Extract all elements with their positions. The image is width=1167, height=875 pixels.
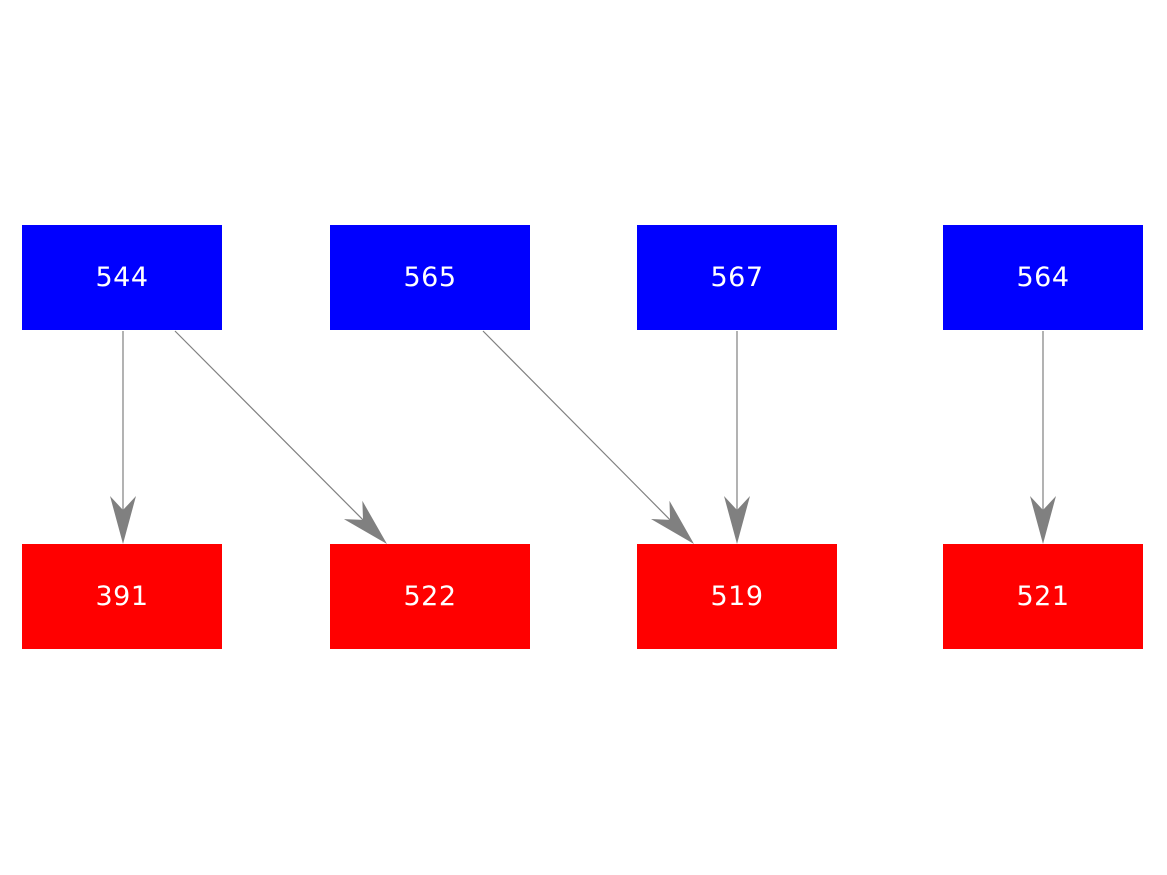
arrowhead-icon bbox=[343, 500, 387, 544]
edge-564-to-521 bbox=[1030, 331, 1056, 544]
graph-node-519[interactable]: 519 bbox=[637, 544, 837, 649]
edge-544-to-522 bbox=[174, 330, 387, 544]
node-label: 565 bbox=[403, 262, 457, 293]
graph-node-565[interactable]: 565 bbox=[330, 225, 530, 330]
node-label: 544 bbox=[95, 262, 149, 293]
edge-line bbox=[482, 330, 672, 522]
edge-544-to-391 bbox=[110, 331, 136, 544]
edge-565-to-519 bbox=[482, 330, 694, 544]
arrowhead-icon bbox=[650, 500, 694, 544]
graph-node-521[interactable]: 521 bbox=[943, 544, 1143, 649]
edge-line bbox=[174, 330, 365, 522]
node-label: 519 bbox=[710, 581, 764, 612]
graph-node-522[interactable]: 522 bbox=[330, 544, 530, 649]
node-label: 564 bbox=[1016, 262, 1070, 293]
arrowhead-icon bbox=[1030, 496, 1056, 544]
graph-node-564[interactable]: 564 bbox=[943, 225, 1143, 330]
node-label: 391 bbox=[95, 581, 149, 612]
node-label: 522 bbox=[403, 581, 457, 612]
edge-567-to-519 bbox=[724, 331, 750, 544]
graph-node-567[interactable]: 567 bbox=[637, 225, 837, 330]
arrowhead-icon bbox=[724, 496, 750, 544]
graph-node-544[interactable]: 544 bbox=[22, 225, 222, 330]
graph-node-391[interactable]: 391 bbox=[22, 544, 222, 649]
node-label: 521 bbox=[1016, 581, 1070, 612]
arrowhead-icon bbox=[110, 496, 136, 544]
node-label: 567 bbox=[710, 262, 764, 293]
